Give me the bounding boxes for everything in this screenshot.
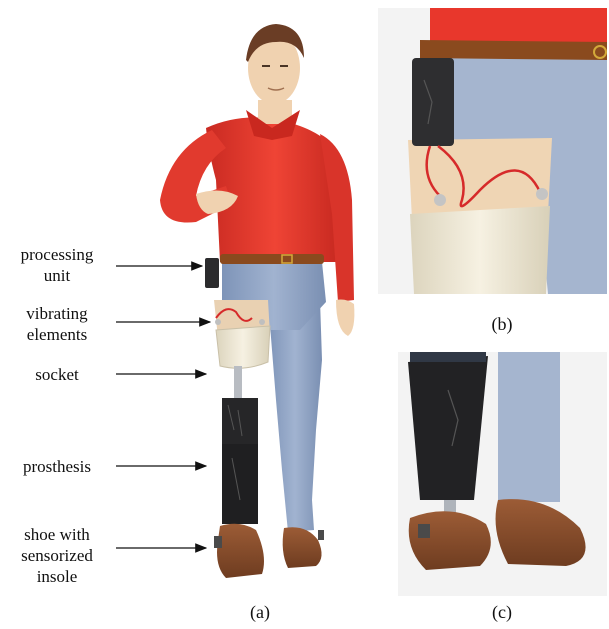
panel-b-processing-unit bbox=[412, 58, 454, 146]
caption-c: (c) bbox=[482, 602, 522, 623]
caption-a: (a) bbox=[240, 602, 280, 623]
panel-a-figure bbox=[140, 10, 375, 595]
panel-b-vibrator-2 bbox=[536, 188, 548, 200]
shank-unit bbox=[222, 444, 258, 524]
panel-c-jeans bbox=[498, 352, 560, 502]
panel-b-vibrator-1 bbox=[434, 194, 446, 206]
panel-b-belt bbox=[420, 40, 607, 60]
pylon bbox=[234, 366, 242, 398]
panel-c-prosthesis bbox=[408, 356, 488, 500]
vibrator-2 bbox=[259, 319, 265, 325]
socket bbox=[216, 326, 270, 368]
caption-b: (b) bbox=[482, 314, 522, 335]
insole-sensor-1 bbox=[214, 536, 222, 548]
panel-c-closeup bbox=[398, 352, 607, 596]
panel-b-socket bbox=[410, 206, 550, 294]
panel-b-closeup bbox=[378, 8, 607, 294]
panel-c-left-shoe bbox=[409, 511, 491, 570]
insole-sensor-2 bbox=[318, 530, 324, 540]
processing-unit bbox=[205, 258, 219, 288]
panel-c-knee-top bbox=[410, 352, 486, 362]
belt bbox=[220, 254, 324, 264]
panel-c-insole-sensor bbox=[418, 524, 430, 538]
vibrator-1 bbox=[215, 319, 221, 325]
